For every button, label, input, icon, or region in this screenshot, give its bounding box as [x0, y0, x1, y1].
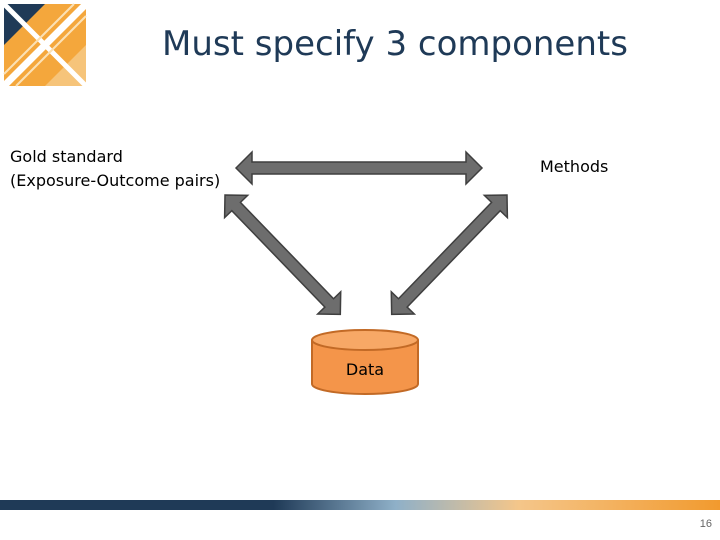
data-label: Data — [345, 360, 385, 379]
data-cylinder-icon — [311, 329, 419, 395]
methods-data-double-arrow — [390, 194, 509, 316]
gold-standard-line2: (Exposure-Outcome pairs) — [10, 171, 221, 190]
gold-data-double-arrow — [223, 194, 342, 316]
footer-gradient-bar — [0, 500, 720, 510]
methods-label: Methods — [540, 157, 609, 176]
gold-standard-line1: Gold standard — [10, 147, 123, 166]
page-title: Must specify 3 components — [162, 24, 628, 64]
page-number: 16 — [699, 518, 712, 530]
ohdsi-logo-icon — [1, 1, 89, 89]
gold-methods-double-arrow — [234, 150, 484, 186]
gold-standard-label: Gold standard (Exposure-Outcome pairs) — [10, 145, 220, 193]
